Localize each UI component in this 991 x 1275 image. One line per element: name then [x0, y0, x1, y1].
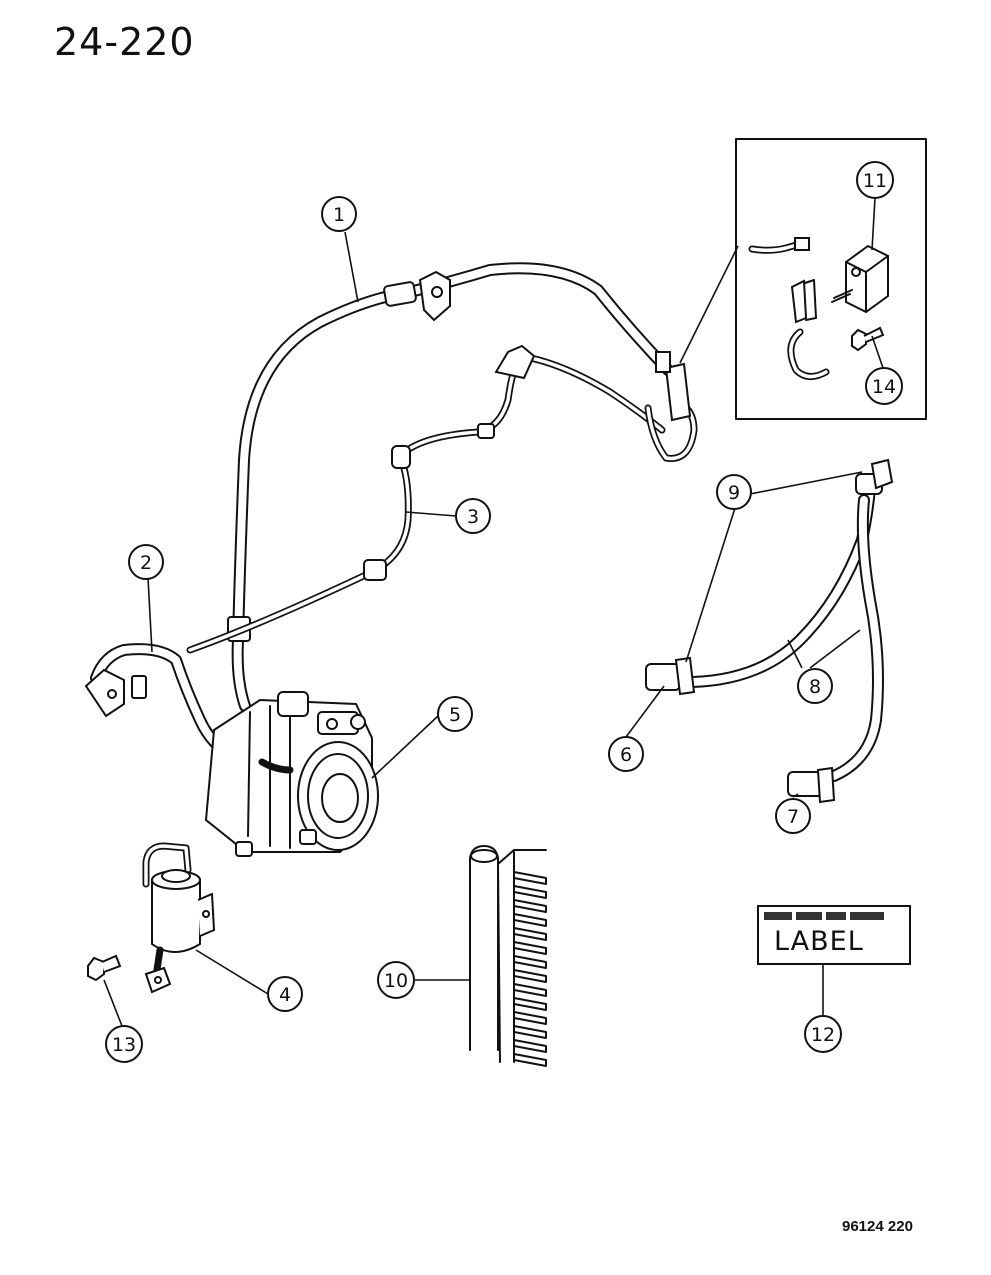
callout-6: 6 — [608, 736, 644, 772]
inset-leader-line — [679, 245, 739, 364]
condenser-fin — [513, 997, 547, 1011]
compressor — [204, 691, 379, 857]
svg-text:11: 11 — [863, 170, 887, 192]
discharge-hose — [227, 262, 674, 712]
label-decal-text: LABEL — [774, 926, 864, 957]
condenser-fin — [513, 885, 547, 899]
svg-text:8: 8 — [809, 676, 821, 698]
manifold-loop — [644, 351, 698, 462]
figure-code: 96124 220 — [842, 1218, 913, 1235]
condenser-fin — [513, 913, 547, 927]
callout-4: 4 — [267, 976, 303, 1012]
condenser-fin — [513, 941, 547, 955]
condenser-fin — [513, 1053, 547, 1067]
heater-hoses — [645, 458, 894, 804]
callout-7: 7 — [775, 798, 811, 834]
svg-text:2: 2 — [140, 552, 152, 574]
svg-text:7: 7 — [787, 806, 799, 828]
svg-text:1: 1 — [333, 204, 345, 226]
condenser-fin — [513, 927, 547, 941]
receiver-drier — [142, 842, 216, 994]
svg-text:10: 10 — [384, 970, 408, 992]
callout-2: 2 — [128, 544, 164, 580]
condenser-fin — [513, 871, 547, 885]
condenser — [469, 845, 547, 1067]
callout-11: 11 — [856, 161, 894, 199]
svg-text:9: 9 — [728, 482, 740, 504]
svg-text:14: 14 — [872, 376, 896, 398]
leader-lines — [103, 197, 884, 1027]
callout-14: 14 — [865, 367, 903, 405]
condenser-fin — [513, 1025, 547, 1039]
svg-text:6: 6 — [620, 744, 632, 766]
label-decal: LABEL — [757, 905, 911, 965]
condenser-fin — [513, 1039, 547, 1053]
callout-12: 12 — [804, 1015, 842, 1053]
callout-5: 5 — [437, 696, 473, 732]
callout-3: 3 — [455, 498, 491, 534]
callout-10: 10 — [377, 961, 415, 999]
callout-13: 13 — [105, 1025, 143, 1063]
callout-9: 9 — [716, 474, 752, 510]
svg-text:13: 13 — [112, 1034, 136, 1056]
condenser-fin — [513, 1011, 547, 1025]
svg-text:3: 3 — [467, 506, 479, 528]
detail-inset — [735, 138, 927, 420]
callout-1: 1 — [321, 196, 357, 232]
condenser-fin — [513, 955, 547, 969]
bolt-13 — [87, 954, 122, 982]
svg-text:5: 5 — [449, 704, 461, 726]
callout-8: 8 — [797, 668, 833, 704]
condenser-fin — [513, 899, 547, 913]
condenser-fin — [513, 969, 547, 983]
svg-text:12: 12 — [811, 1024, 835, 1046]
liquid-line — [186, 344, 666, 654]
condenser-fin — [513, 983, 547, 997]
svg-text:4: 4 — [279, 984, 291, 1006]
page-number: 24-220 — [54, 20, 195, 64]
